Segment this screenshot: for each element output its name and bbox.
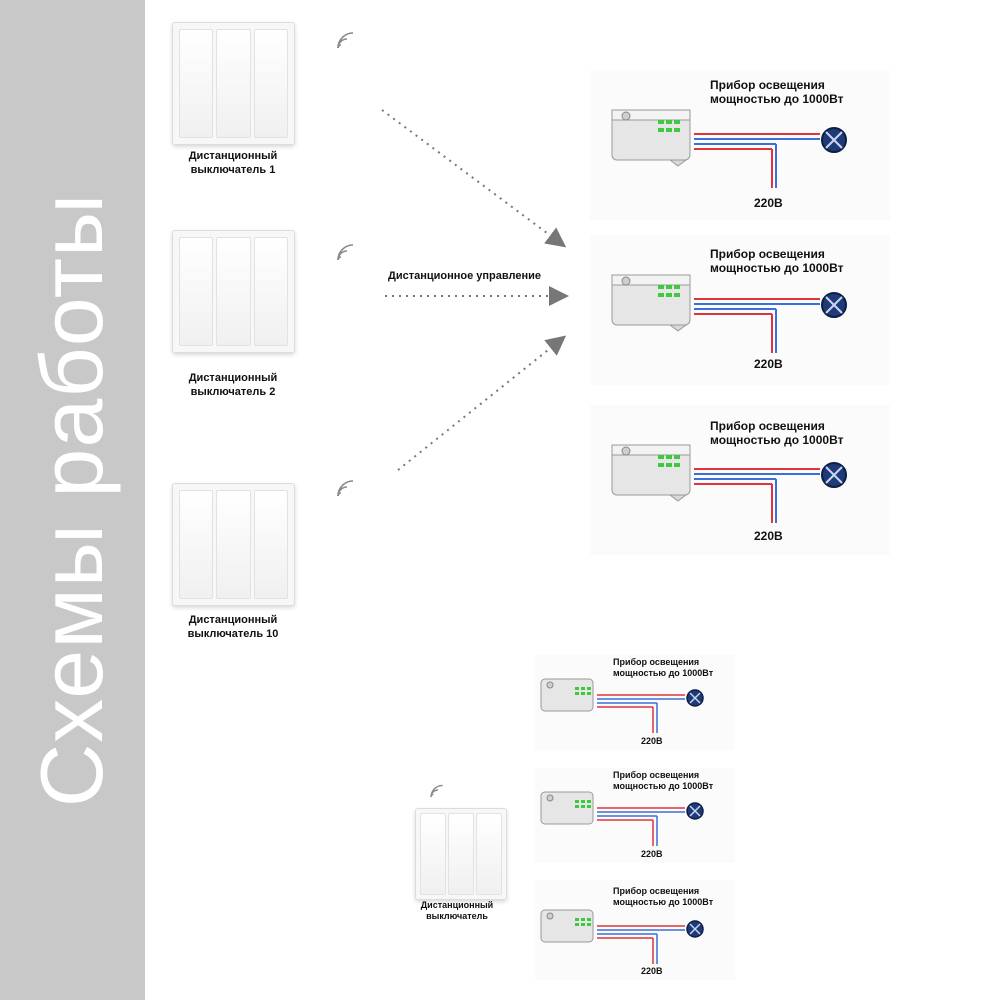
- receiver-panel-1: Прибор освещения мощностью до 1000Вт 220…: [590, 70, 890, 220]
- switch-key: [179, 29, 214, 138]
- switch-label-2: Дистанционный выключатель 2: [188, 372, 278, 398]
- receiver-title: Прибор освещения мощностью до 1000Вт: [613, 657, 714, 678]
- voltage-label: 220В: [754, 196, 783, 210]
- switch-key: [216, 490, 251, 599]
- remote-switch-2: [172, 230, 295, 353]
- lamp-icon: [686, 802, 704, 820]
- switch-key: [179, 490, 214, 599]
- wiring-diagram: [540, 678, 704, 733]
- receiver-title: Прибор освещения мощностью до 1000Вт: [710, 419, 844, 448]
- receiver-module-icon: [611, 444, 691, 502]
- sidebar: Схемы работы: [0, 0, 145, 1000]
- lamp-icon: [821, 292, 847, 318]
- small-receiver-panel-2: Прибор освещения мощностью до 1000Вт 220…: [535, 768, 735, 863]
- receiver-module-icon: [540, 909, 594, 943]
- receiver-module-icon: [611, 274, 691, 332]
- wiring-diagram: [611, 109, 847, 188]
- remote-switch-10: [172, 483, 295, 606]
- switch-key: [420, 813, 446, 895]
- receiver-title: Прибор освещения мощностью до 1000Вт: [613, 886, 714, 907]
- lamp-icon: [686, 689, 704, 707]
- receiver-title: Прибор освещения мощностью до 1000Вт: [710, 78, 844, 107]
- wiring-diagram: [611, 444, 847, 523]
- voltage-label: 220В: [641, 966, 663, 976]
- lamp-icon: [686, 920, 704, 938]
- receiver-module-icon: [611, 109, 691, 167]
- voltage-label: 220В: [641, 736, 663, 746]
- switch-label-1: Дистанционный выключатель 1: [188, 150, 278, 176]
- control-arrow-3: [397, 335, 567, 471]
- wiring-diagram: [540, 791, 704, 846]
- wifi-signal-icon: [430, 784, 443, 798]
- voltage-label: 220В: [754, 529, 783, 543]
- receiver-panel-3: Прибор освещения мощностью до 1000Вт 220…: [590, 405, 890, 555]
- receiver-title: Прибор освещения мощностью до 1000Вт: [710, 247, 844, 276]
- switch-key: [448, 813, 474, 895]
- voltage-label: 220В: [754, 357, 783, 371]
- small-receiver-panel-1: Прибор освещения мощностью до 1000Вт 220…: [535, 655, 735, 750]
- lamp-icon: [821, 462, 847, 488]
- small-receiver-panel-3: Прибор освещения мощностью до 1000Вт 220…: [535, 880, 735, 980]
- arrow-label: Дистанционное управление: [388, 270, 541, 282]
- wiring-diagram: [611, 274, 847, 353]
- switch-label-10: Дистанционный выключатель 10: [187, 614, 279, 640]
- lamp-icon: [821, 127, 847, 153]
- receiver-title: Прибор освещения мощностью до 1000Вт: [613, 770, 714, 791]
- wifi-signal-icon: [337, 32, 354, 49]
- switch-key: [253, 237, 288, 346]
- switch-key: [476, 813, 502, 895]
- wifi-signal-icon: [337, 244, 354, 261]
- wiring-diagram: [540, 909, 704, 964]
- receiver-module-icon: [540, 791, 594, 825]
- control-arrow-1: [381, 109, 567, 248]
- switch-key: [179, 237, 214, 346]
- switch-key: [216, 29, 251, 138]
- switch-label-single: Дистанционный выключатель: [420, 900, 494, 922]
- wifi-signal-icon: [337, 480, 354, 497]
- switch-key: [253, 490, 288, 599]
- voltage-label: 220В: [641, 849, 663, 859]
- switch-key: [253, 29, 288, 138]
- switch-key: [216, 237, 251, 346]
- remote-switch-single: [415, 808, 507, 900]
- remote-switch-1: [172, 22, 295, 145]
- receiver-module-icon: [540, 678, 594, 712]
- receiver-panel-2: Прибор освещения мощностью до 1000Вт 220…: [590, 235, 890, 385]
